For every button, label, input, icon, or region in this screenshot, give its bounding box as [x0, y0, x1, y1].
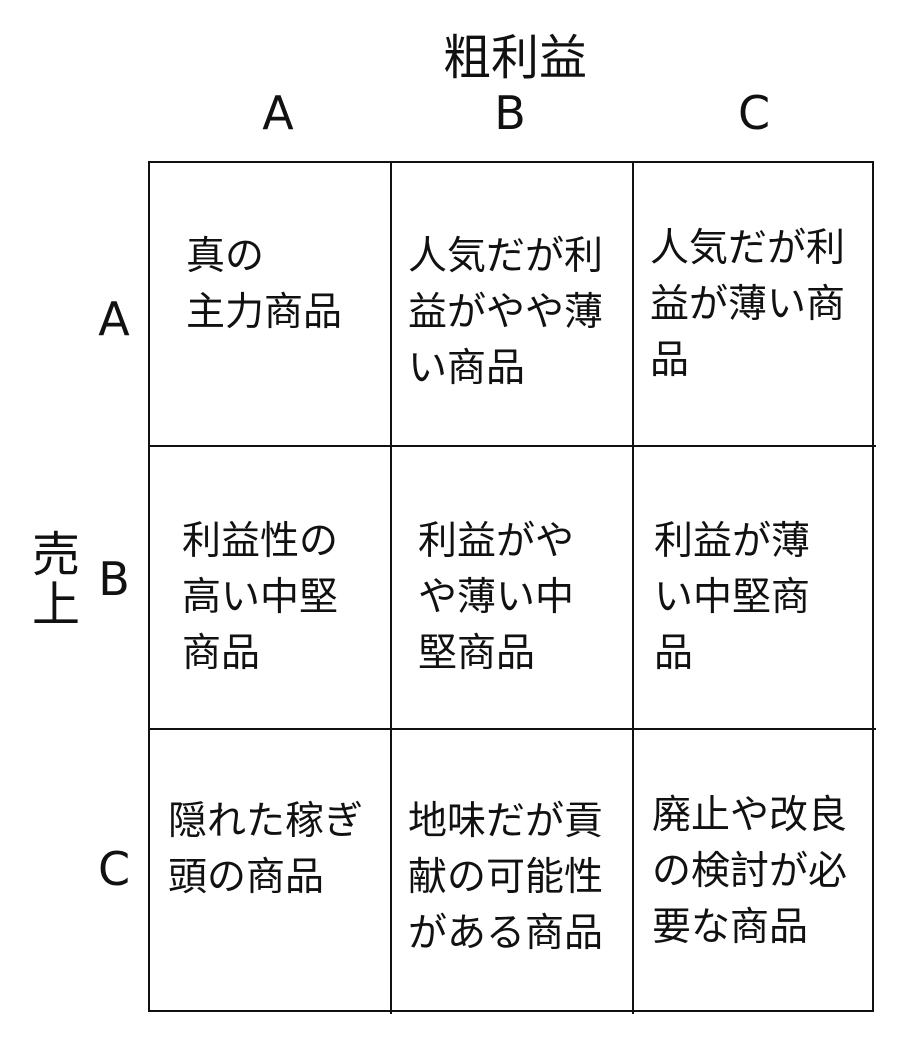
cell-text: 人気だが利 益が薄い商 品	[650, 226, 846, 383]
cell-text: 地味だが貢 献の可能性 がある商品	[408, 799, 604, 956]
row-label-b: B	[98, 552, 130, 606]
matrix-cell-a-b: 人気だが利 益がやや薄 い商品	[392, 163, 634, 447]
matrix-cell-b-c: 利益が薄 い中堅商 品	[634, 447, 876, 730]
matrix-cell-b-a: 利益性の 高い中堅 商品	[150, 447, 392, 730]
cell-text: 人気だが利 益がやや薄 い商品	[408, 234, 604, 391]
cell-text: 利益がや や薄い中 堅商品	[418, 519, 575, 676]
matrix-cell-c-a: 隠れた稼ぎ 頭の商品	[150, 730, 392, 1014]
y-axis-title: 売 上	[31, 527, 80, 634]
cell-text: 隠れた稼ぎ 頭の商品	[168, 799, 364, 900]
matrix-cell-c-c: 廃止や改良 の検討が必 要な商品	[634, 730, 876, 1014]
cell-text: 利益が薄 い中堅商 品	[654, 519, 811, 676]
matrix-cell-b-b: 利益がや や薄い中 堅商品	[392, 447, 634, 730]
matrix-grid: 真の 主力商品 人気だが利 益がやや薄 い商品 人気だが利 益が薄い商 品 利益…	[148, 161, 876, 1014]
column-label-b: B	[494, 86, 526, 140]
matrix-cell-a-a: 真の 主力商品	[150, 163, 392, 447]
matrix-cell-c-b: 地味だが貢 献の可能性 がある商品	[392, 730, 634, 1014]
x-axis-title: 粗利益	[442, 30, 587, 86]
row-label-c: C	[97, 842, 131, 896]
row-label-a: A	[98, 292, 130, 346]
column-label-a: A	[262, 86, 294, 140]
cell-text: 廃止や改良 の検討が必 要な商品	[652, 793, 848, 950]
column-label-c: C	[737, 86, 771, 140]
cell-text: 利益性の 高い中堅 商品	[182, 519, 339, 676]
cell-text: 真の 主力商品	[186, 234, 343, 335]
matrix-cell-a-c: 人気だが利 益が薄い商 品	[634, 163, 876, 447]
